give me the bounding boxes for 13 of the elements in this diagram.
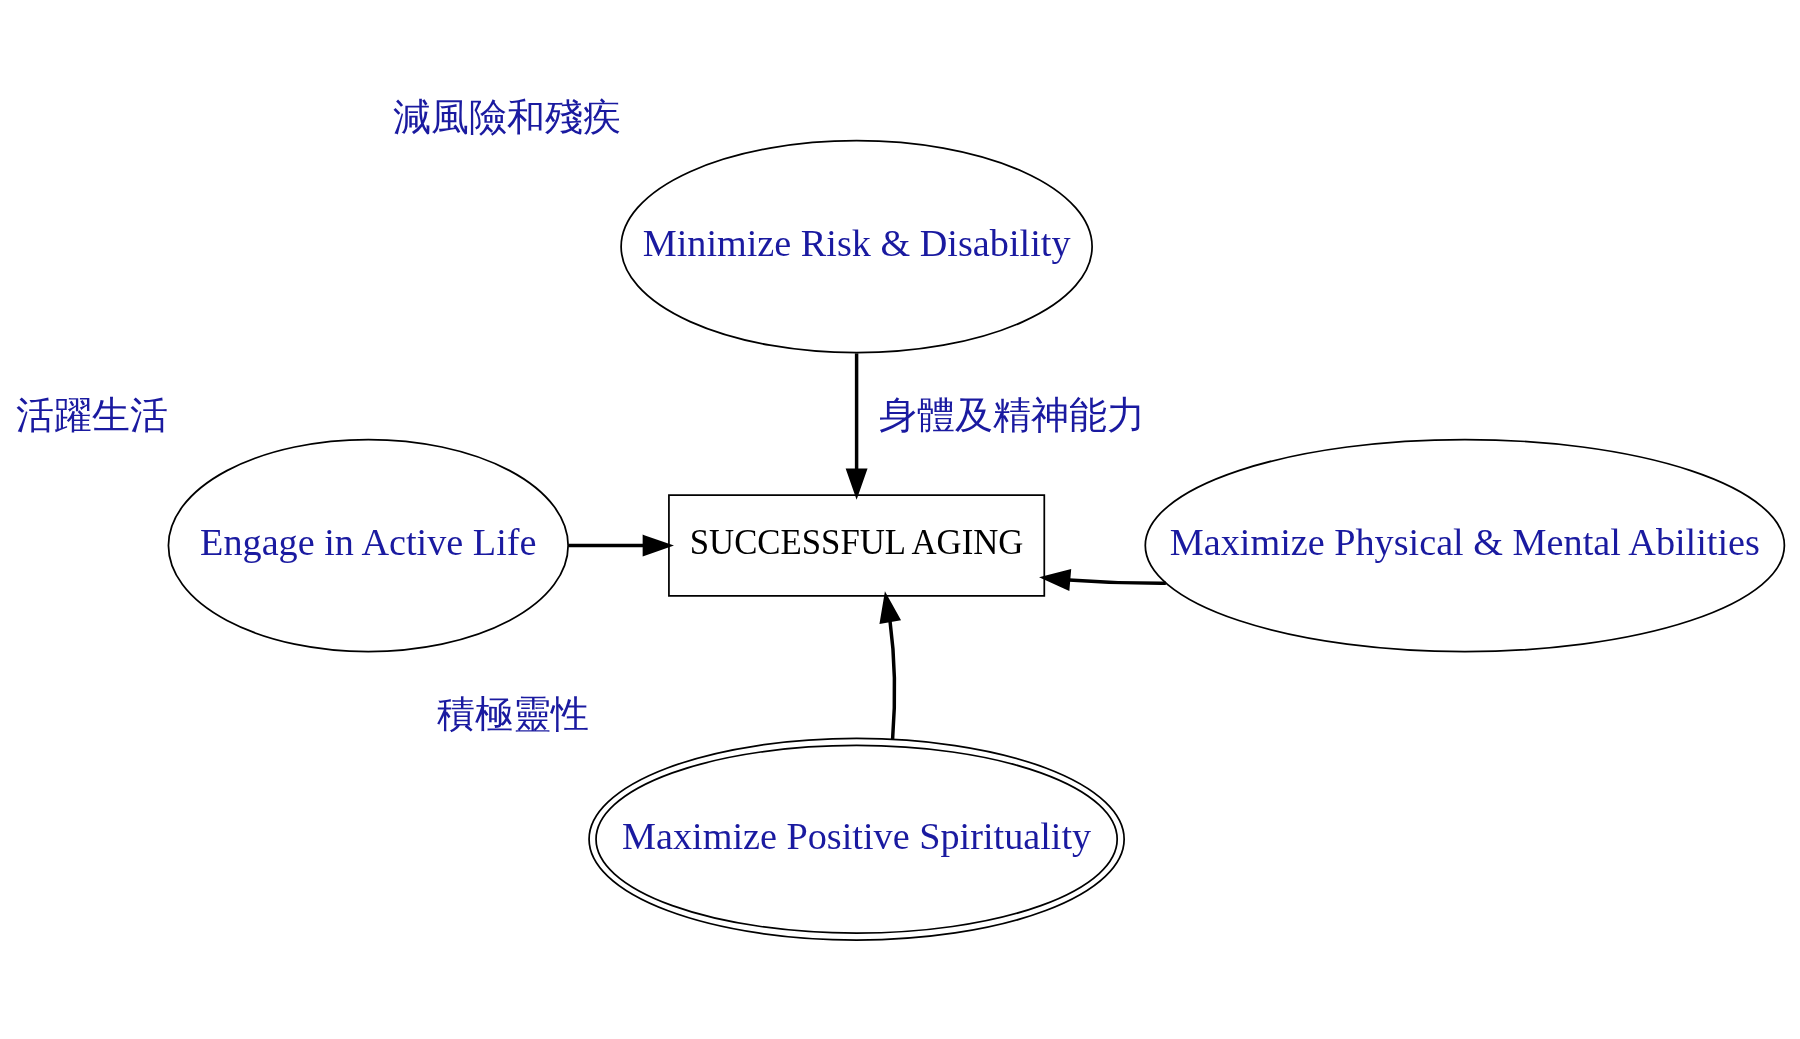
arrow (1039, 569, 1166, 591)
node-box: SUCCESSFUL AGING (668, 494, 1046, 597)
node-ellipse: Minimize Risk & Disability (620, 139, 1093, 354)
node-ellipse: Maximize Positive Spirituality (588, 737, 1125, 941)
arrow (568, 534, 674, 557)
node-ellipse: Engage in Active Life (167, 438, 569, 653)
node-ellipse: Maximize Physical & Mental Abilities (1144, 438, 1786, 653)
arrow (845, 353, 868, 500)
node-label: 減風險和殘疾 (392, 95, 621, 138)
node-label: 身體及精神能力 (879, 394, 1146, 437)
arrow (879, 591, 902, 740)
node-label: 活躍生活 (15, 394, 168, 437)
node-label: 積極靈性 (437, 693, 590, 736)
